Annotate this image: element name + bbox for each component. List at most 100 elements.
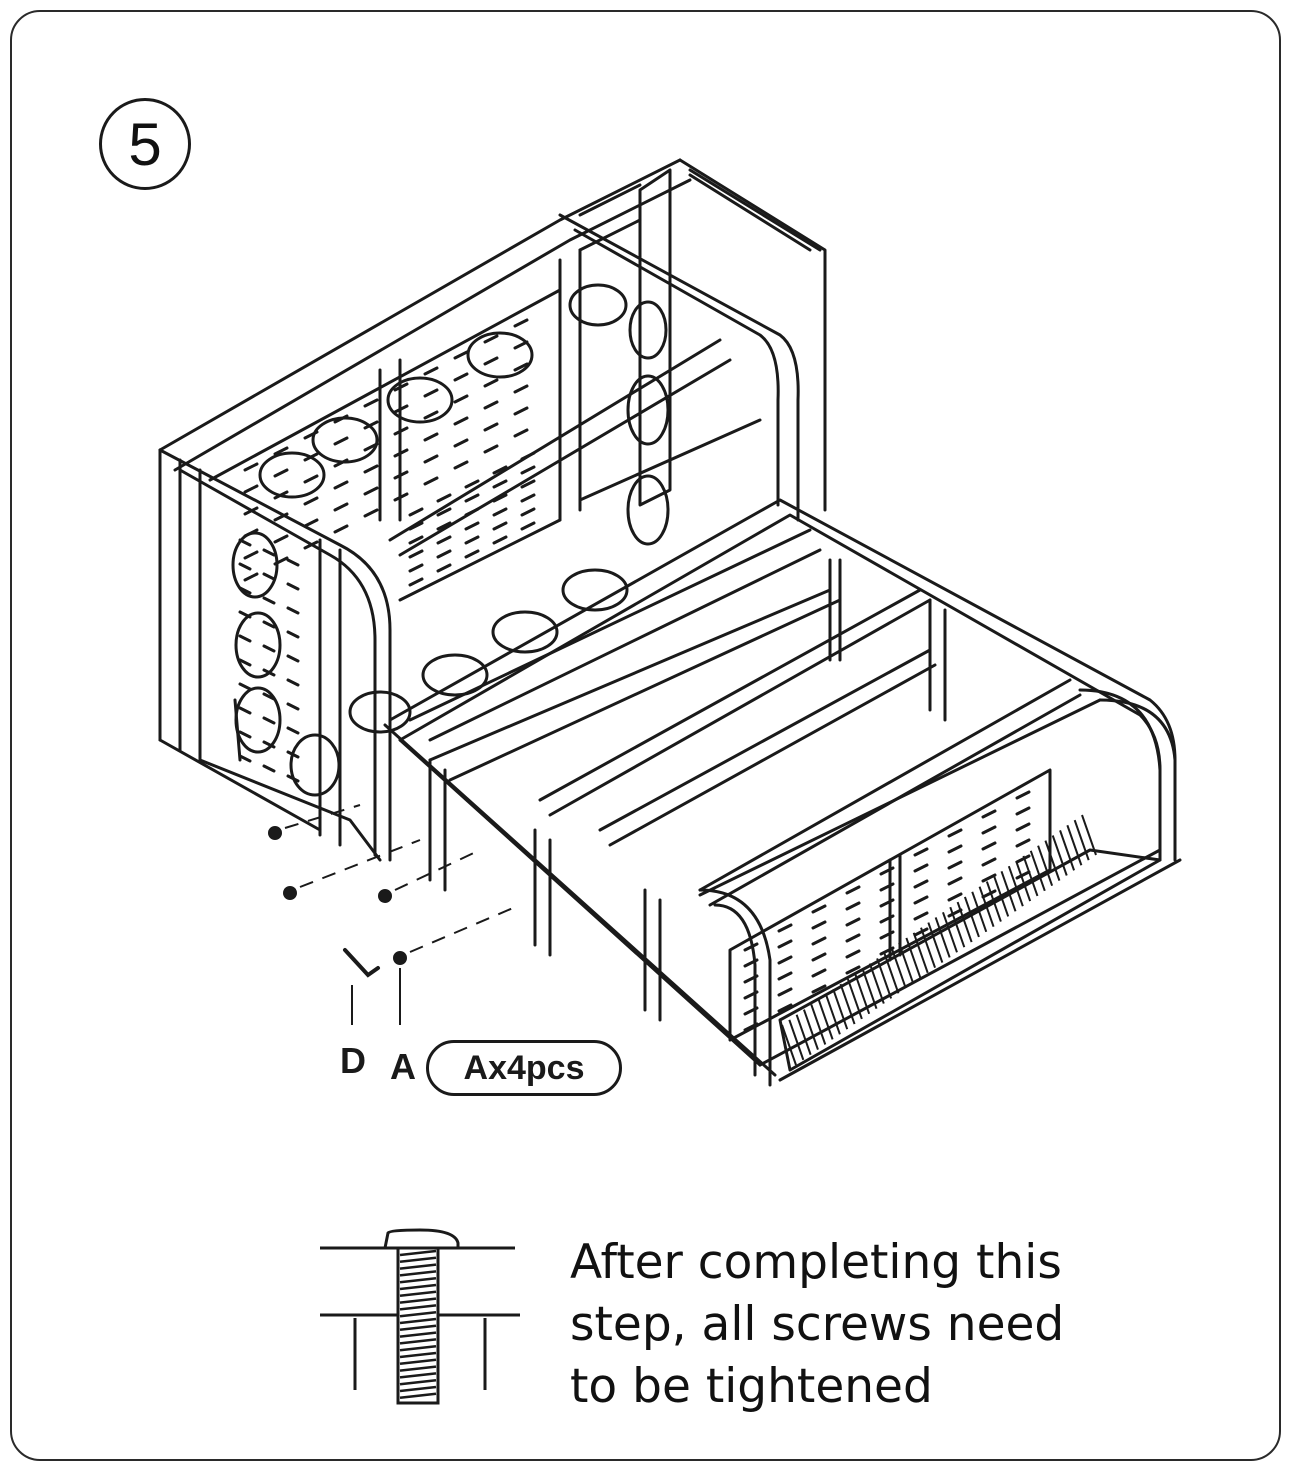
slot	[520, 451, 536, 461]
slot	[913, 911, 929, 921]
slot	[947, 876, 963, 886]
slot	[492, 521, 508, 531]
grating-bar	[876, 958, 893, 999]
slot	[981, 857, 997, 867]
slot	[777, 923, 793, 933]
hex-key-icon	[343, 948, 380, 978]
slot	[464, 479, 480, 489]
slot	[393, 426, 409, 436]
grating-bar	[971, 891, 988, 933]
grating-bar	[912, 932, 929, 974]
grating-bar	[1073, 819, 1090, 861]
slot	[513, 384, 529, 394]
hole	[568, 283, 628, 327]
thread	[399, 1378, 437, 1386]
hole	[234, 686, 282, 754]
grating-bar	[861, 968, 878, 1009]
screw-cross-section	[320, 1228, 520, 1405]
slot	[845, 933, 861, 943]
slot	[464, 549, 480, 559]
slot	[273, 534, 289, 544]
slot	[262, 644, 276, 653]
thread	[399, 1358, 437, 1366]
grating-bar	[927, 922, 944, 963]
slot	[743, 990, 759, 1000]
back-top-rail	[158, 158, 682, 452]
slot	[492, 479, 508, 489]
thread	[399, 1351, 437, 1359]
thread	[399, 1317, 437, 1325]
thread	[399, 1263, 437, 1270]
slot	[913, 847, 929, 857]
slot	[811, 984, 827, 994]
slot	[777, 987, 793, 997]
grating-bar	[985, 881, 1002, 922]
grating-bar	[1037, 845, 1054, 887]
slot	[464, 535, 480, 545]
slot	[333, 524, 349, 534]
slot	[286, 702, 300, 711]
grating-bar	[1029, 850, 1046, 892]
slot	[363, 420, 379, 430]
slot	[262, 764, 276, 773]
slot	[879, 914, 895, 924]
thread	[399, 1338, 437, 1345]
grating-bar	[920, 927, 936, 969]
slot	[845, 917, 861, 927]
slot	[743, 974, 759, 984]
grating-bar	[934, 917, 951, 958]
screws	[268, 826, 407, 965]
slot	[777, 971, 793, 981]
thread	[399, 1392, 437, 1400]
slot	[423, 410, 439, 420]
slot	[913, 895, 929, 905]
thread	[399, 1365, 437, 1372]
hole	[491, 610, 559, 654]
hole	[626, 374, 670, 446]
slot	[453, 460, 469, 470]
slot	[423, 366, 439, 376]
grating-bar	[846, 978, 863, 1020]
grating-bar	[781, 1024, 797, 1066]
slot	[423, 476, 439, 486]
slot	[777, 1003, 793, 1013]
slot	[913, 863, 929, 873]
slot	[492, 535, 508, 545]
slot	[238, 634, 252, 643]
slot	[243, 550, 259, 560]
slot	[520, 493, 536, 503]
hole	[311, 416, 379, 464]
grating-bar	[810, 1004, 827, 1045]
slot	[1015, 870, 1031, 880]
thread	[399, 1290, 437, 1298]
slot	[238, 730, 252, 739]
slot	[408, 521, 424, 531]
back-right-post	[678, 158, 827, 512]
slot	[845, 885, 861, 895]
slot	[393, 448, 409, 458]
slot	[286, 558, 300, 567]
curved-left-rail	[158, 448, 392, 862]
slot	[879, 898, 895, 908]
slot	[273, 512, 289, 522]
slot	[520, 521, 536, 531]
thread	[399, 1283, 437, 1291]
slot	[913, 927, 929, 937]
thread	[399, 1372, 437, 1379]
slot	[520, 479, 536, 489]
slot	[423, 388, 439, 398]
slot	[981, 889, 997, 899]
slot	[483, 356, 499, 366]
slot	[981, 809, 997, 819]
slot	[363, 508, 379, 518]
quantity-badge: Ax4pcs	[426, 1040, 622, 1096]
slot	[947, 828, 963, 838]
slot	[743, 942, 759, 952]
slot	[947, 892, 963, 902]
bed-frame-drawing	[158, 158, 1182, 1087]
slot	[243, 484, 259, 494]
note-line: step, all screws need	[570, 1297, 1065, 1352]
slot	[879, 930, 895, 940]
slot	[913, 879, 929, 889]
